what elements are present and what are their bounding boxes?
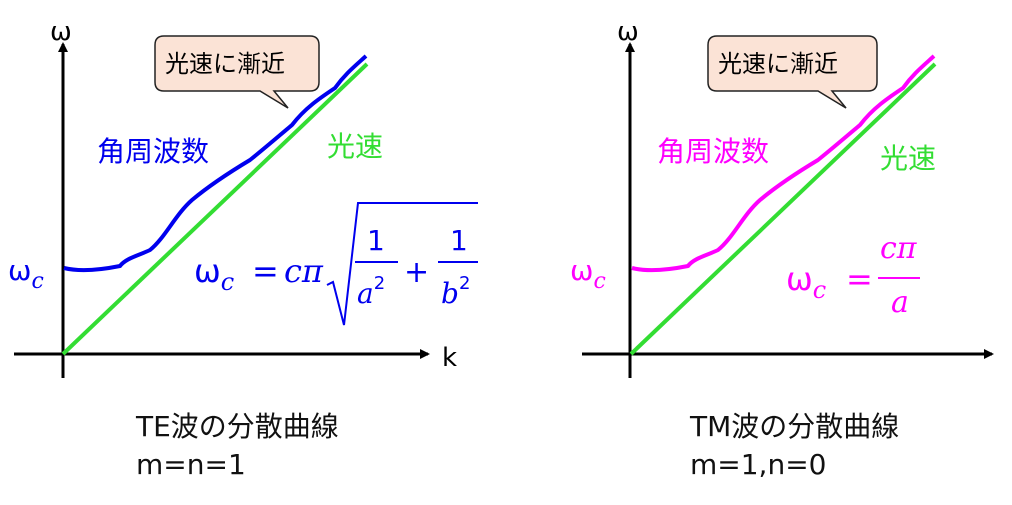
svg-text:=: =	[252, 252, 279, 290]
left-callout-bubble	[154, 35, 320, 109]
svg-text:a: a	[891, 285, 909, 320]
svg-text:1: 1	[367, 224, 385, 257]
left-caption-mode: m=n=1	[136, 448, 246, 481]
svg-text:cπ: cπ	[284, 252, 324, 290]
right-caption: TM波の分散曲線 m=1,n=0	[690, 408, 899, 484]
left-curve-label: 角周波数	[97, 135, 209, 168]
left-x-axis-label: k	[442, 343, 457, 373]
svg-text:a2: a2	[357, 273, 385, 310]
left-light-label: 光速	[327, 130, 383, 163]
svg-text:cπ: cπ	[880, 231, 918, 266]
left-light-line	[61, 62, 369, 356]
left-y-axis-label: ω	[50, 17, 72, 47]
left-cutoff-formula: ωc = cπ 1 a2 + 1 b2	[194, 202, 478, 326]
right-dispersion-curve	[631, 54, 936, 273]
svg-text:+: +	[404, 255, 429, 290]
right-cutoff-formula: ωc = cπ a	[786, 231, 920, 320]
right-panel: ω ωc 光速に漸近 角周波数 光速 ωc = cπ a	[570, 17, 994, 378]
right-caption-mode: m=1,n=0	[690, 448, 827, 481]
right-callout-text: 光速に漸近	[718, 50, 838, 78]
svg-text:ωc: ωc	[194, 252, 234, 296]
left-panel: ω k ωc 光速に漸近 角周波数 光速 ωc = cπ 1 a2	[8, 17, 478, 378]
left-caption: TE波の分散曲線 m=n=1	[136, 408, 339, 484]
right-light-line	[629, 62, 937, 356]
left-dispersion-curve	[63, 54, 368, 273]
left-cutoff-label: ωc	[8, 254, 44, 294]
right-curve-label: 角周波数	[657, 135, 769, 168]
svg-text:=: =	[846, 260, 873, 298]
right-caption-title: TM波の分散曲線	[690, 410, 900, 443]
left-caption-title: TE波の分散曲線	[136, 410, 339, 443]
right-y-axis-label: ω	[617, 17, 639, 47]
svg-text:1: 1	[450, 224, 468, 257]
svg-text:b2: b2	[441, 273, 470, 310]
right-cutoff-label: ωc	[570, 254, 606, 294]
left-callout-text: 光速に漸近	[165, 50, 285, 78]
right-callout-bubble	[707, 35, 878, 109]
right-light-label: 光速	[880, 142, 936, 175]
svg-text:ωc: ωc	[786, 260, 826, 304]
